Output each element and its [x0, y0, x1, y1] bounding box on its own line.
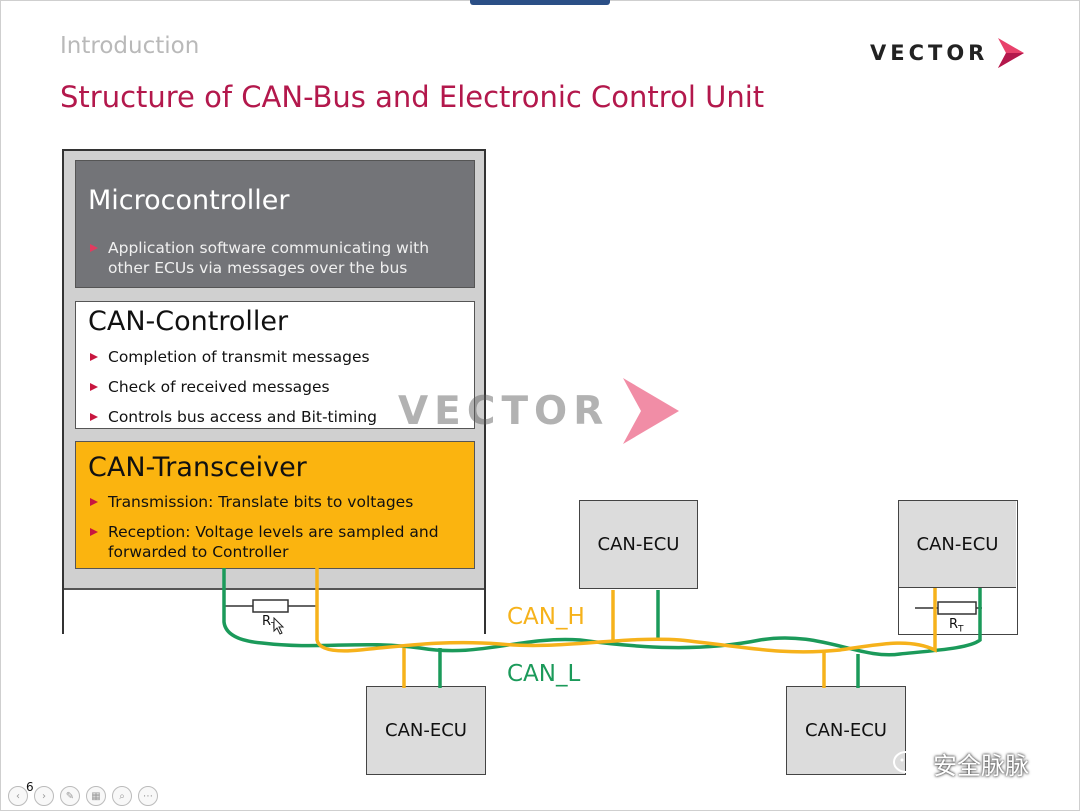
slides-grid-icon[interactable]: ▦	[86, 786, 106, 806]
section-label: Introduction	[60, 33, 200, 59]
window-tab-indicator[interactable]	[470, 0, 610, 5]
ecu-node-bottom-left: CAN-ECU	[366, 686, 486, 775]
ecu-node-top-right-body: CAN-ECU	[899, 501, 1016, 588]
microcontroller-bullets: Application software communicating with …	[88, 238, 466, 278]
ecu-node-label: CAN-ECU	[597, 534, 680, 555]
watermark-text: VECTOR	[398, 388, 610, 434]
ecu-node-bottom-right: CAN-ECU	[786, 686, 906, 775]
previous-slide-icon[interactable]: ‹	[8, 786, 28, 806]
more-options-icon[interactable]: ⋯	[138, 786, 158, 806]
can-low-label: CAN_L	[507, 661, 581, 687]
microcontroller-heading: Microcontroller	[88, 185, 290, 216]
resistor-label-right: RT	[949, 617, 964, 635]
bullet-item: Reception: Voltage levels are sampled an…	[88, 522, 466, 562]
page-number: 6	[26, 780, 34, 794]
pen-icon[interactable]: ✎	[60, 786, 80, 806]
logo-text: VECTOR	[870, 41, 989, 65]
ecu-node-label: CAN-ECU	[916, 533, 999, 555]
bullet-item: Transmission: Translate bits to voltages	[88, 492, 466, 512]
slide-title: Structure of CAN-Bus and Electronic Cont…	[60, 80, 765, 114]
ecu-detail-box: Microcontroller Application software com…	[62, 149, 486, 634]
vector-logo: VECTOR	[870, 36, 1028, 70]
wechat-icon	[893, 750, 926, 775]
can-transceiver-heading: CAN-Transceiver	[88, 452, 307, 483]
presentation-nav: ‹ › ✎ ▦ ⌕ ⋯	[8, 786, 158, 806]
ecu-node-top-middle: CAN-ECU	[579, 500, 698, 589]
bullet-item: Application software communicating with …	[88, 238, 466, 278]
can-controller-block: CAN-Controller Completion of transmit me…	[75, 301, 475, 429]
watermark-chevron-icon	[623, 378, 680, 444]
bullet-item: Completion of transmit messages	[88, 347, 466, 367]
next-slide-icon[interactable]: ›	[34, 786, 54, 806]
zoom-icon[interactable]: ⌕	[112, 786, 132, 806]
can-transceiver-block: CAN-Transceiver Transmission: Translate …	[75, 441, 475, 569]
bullet-item: Controls bus access and Bit-timing	[88, 407, 466, 427]
vector-watermark: VECTOR	[398, 378, 683, 444]
wechat-account-name: 安全脉脉	[933, 752, 1029, 780]
can-transceiver-bullets: Transmission: Translate bits to voltages…	[88, 492, 466, 572]
ecu-node-label: CAN-ECU	[385, 720, 467, 741]
bullet-item: Check of received messages	[88, 377, 466, 397]
can-high-label: CAN_H	[507, 604, 585, 630]
microcontroller-block: Microcontroller Application software com…	[75, 160, 475, 288]
ecu-node-top-right: CAN-ECU	[898, 500, 1018, 635]
can-controller-heading: CAN-Controller	[88, 306, 289, 337]
wechat-watermark: 安全脉脉	[893, 746, 1029, 781]
can-controller-bullets: Completion of transmit messages Check of…	[88, 347, 466, 437]
mouse-cursor-icon	[273, 617, 285, 635]
vector-chevron-logo-icon	[998, 38, 1025, 68]
ecu-node-label: CAN-ECU	[805, 720, 887, 741]
